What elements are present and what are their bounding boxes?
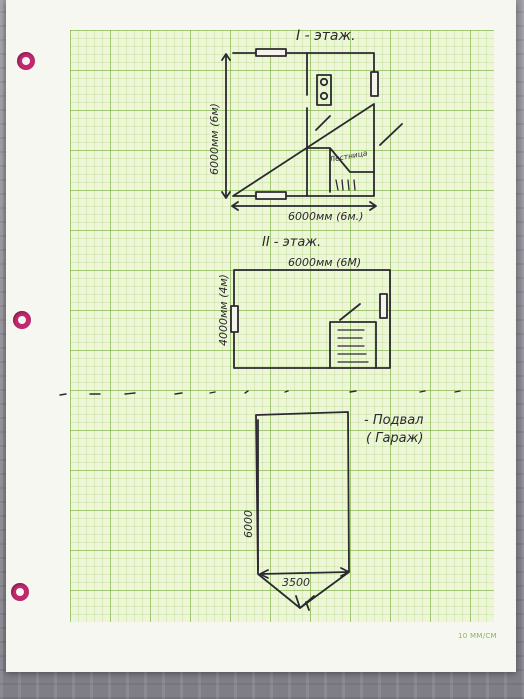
floor2-stairs — [329, 321, 377, 369]
floor1-plan — [221, 48, 403, 211]
basement-gate — [295, 595, 315, 611]
basement-subtitle: ( Гараж) — [366, 431, 423, 446]
floor1-outline — [232, 52, 375, 197]
floor1-stairs-label: Лестница — [328, 148, 369, 164]
floor1-width-dimension — [231, 201, 377, 211]
floor2-outline — [233, 269, 391, 369]
basement-title: - Подвал — [364, 413, 423, 428]
graph-paper-sheet — [6, 0, 516, 672]
basement-height-label: 6000 — [242, 510, 255, 538]
floor1-height-label: 6000мм (6м) — [208, 103, 221, 175]
floor2-stair-rail — [339, 303, 361, 321]
floor2-title: II - этаж. — [262, 235, 321, 250]
section-separator — [59, 390, 461, 396]
floor1-entrance-door — [379, 123, 403, 146]
floor1-burner — [319, 77, 329, 87]
floor1-stairs — [307, 147, 375, 193]
millimeter-grid — [70, 30, 494, 622]
basement-width-label: 3500 — [282, 576, 310, 589]
floor2-stair-steps — [337, 329, 369, 363]
floor1-window-top — [255, 48, 287, 57]
binder-hole-middle — [13, 311, 31, 329]
floor2-window-right — [379, 293, 388, 319]
floor1-window-right — [370, 71, 379, 97]
floor2-height-label: 4000мм (4м) — [217, 274, 230, 346]
floor1-stove — [316, 74, 332, 106]
floor1-window-bottom — [255, 191, 287, 200]
binder-hole-top — [17, 52, 35, 70]
floor1-title: I - этаж. — [296, 28, 356, 44]
basement-width-dimension — [259, 567, 350, 579]
floor2-width-label: 6000мм (6М) — [288, 256, 361, 269]
binder-hole-bottom — [11, 583, 29, 601]
floor1-burner — [319, 91, 329, 101]
basement-plan — [255, 411, 350, 611]
floor1-door — [315, 115, 331, 131]
floor2-window-left — [230, 305, 239, 333]
paper-scale-label: 10 ММ/CM — [458, 632, 497, 640]
floor1-stair-steps — [335, 179, 356, 191]
floor1-height-dimension — [221, 53, 231, 199]
floor1-width-label: 6000мм (6м.) — [288, 210, 363, 223]
floor2-plan — [230, 269, 391, 369]
